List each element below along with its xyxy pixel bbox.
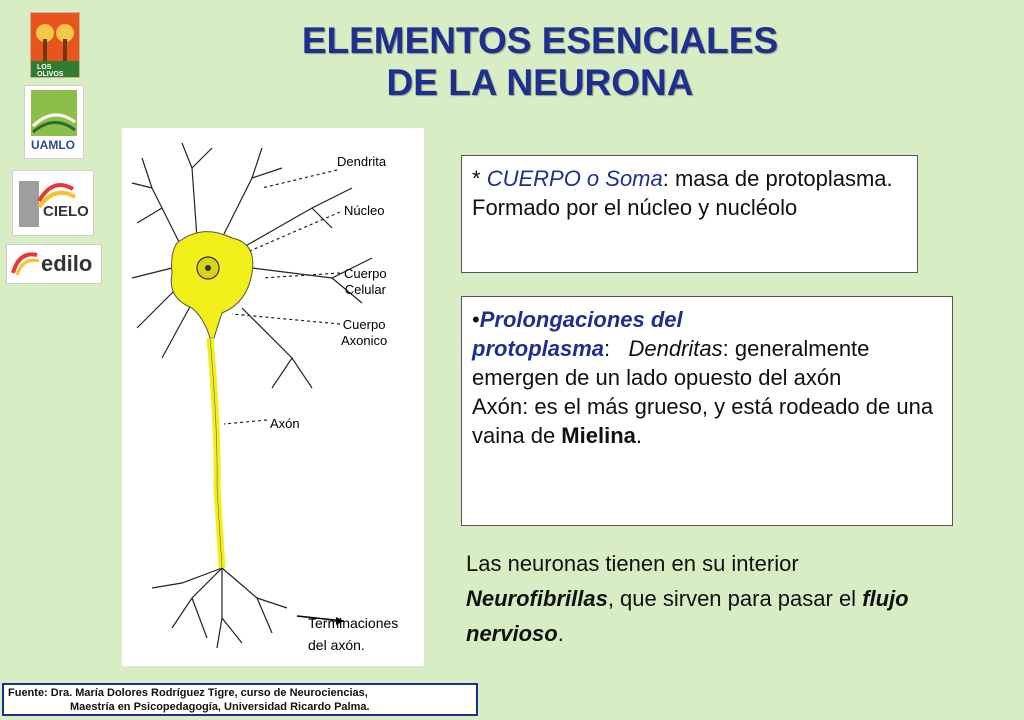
soma-term: CUERPO o Soma bbox=[486, 166, 663, 191]
edilo-emblem-icon bbox=[11, 252, 40, 276]
label-nucleo: Núcleo bbox=[344, 203, 385, 218]
logo-label: CIELO bbox=[43, 203, 89, 220]
uamlo-logo: UAMLO bbox=[24, 85, 84, 159]
prolongaciones-term: Prolongaciones del protoplasma bbox=[472, 307, 683, 361]
soma-description: : masa de protoplasma. Formado por el nú… bbox=[472, 166, 893, 220]
tree-icon bbox=[31, 13, 79, 77]
label-cuerpo-axonico-line1: Cuerpo bbox=[342, 317, 386, 332]
los-olivos-logo: LOS OLIVOS bbox=[30, 12, 80, 78]
label-terminaciones-line2: del axón. bbox=[308, 637, 365, 653]
neuron-diagram: Dendrita Núcleo Cuerpo Celular Cuerpo Ax… bbox=[122, 128, 424, 666]
mielina-term: Mielina bbox=[561, 423, 636, 448]
label-cuerpo-axonico-line2: Axonico bbox=[341, 333, 388, 348]
dendritas-term: Dendritas bbox=[628, 336, 723, 361]
cielo-logo: CIELO bbox=[12, 170, 94, 236]
logo-label: UAMLO bbox=[31, 138, 75, 152]
edilo-logo: edilo bbox=[6, 244, 102, 284]
para-text-2: , que sirven para pasar el bbox=[607, 586, 863, 611]
logo-label: edilo bbox=[41, 251, 93, 276]
footer-line-2: Maestría en Psicopedagogía, Universidad … bbox=[70, 701, 370, 713]
neurofibrillas-paragraph: Las neuronas tienen en su interior Neuro… bbox=[466, 546, 946, 651]
dendritas-description: : generalmente emergen de un lado opuest… bbox=[472, 336, 870, 390]
label-cuerpo-celular-line2: Celular bbox=[344, 282, 386, 297]
bullet: • bbox=[472, 307, 480, 332]
flujo-term: flujo nervioso bbox=[466, 586, 909, 646]
title-line-2: DE LA NEURONA bbox=[386, 62, 694, 103]
label-dendrita: Dendrita bbox=[337, 154, 387, 169]
title-line-1: ELEMENTOS ESENCIALES bbox=[301, 20, 779, 61]
box1-prefix: * bbox=[472, 166, 487, 191]
neuron-illustration bbox=[131, 142, 373, 649]
logo-label: LOS OLIVOS bbox=[37, 64, 64, 78]
axon-description: Axón: es el más grueso, y está rodeado d… bbox=[472, 394, 934, 448]
footer-line-1: Fuente: Dra. María Dolores Rodríguez Tig… bbox=[8, 687, 368, 699]
period: . bbox=[635, 423, 642, 448]
label-cuerpo-celular: Cuerpo Celular bbox=[344, 266, 387, 298]
neurofibrillas-term: Neurofibrillas bbox=[466, 586, 608, 611]
page-title: ELEMENTOS ESENCIALES DE LA NEURONA bbox=[200, 20, 880, 104]
label-terminaciones-line1: Terminaciones bbox=[308, 615, 399, 631]
para-text-3: . bbox=[557, 621, 564, 646]
source-footer: Fuente: Dra. María Dolores Rodríguez Tig… bbox=[2, 683, 478, 716]
label-cuerpo-axonico: Cuerpo Axonico bbox=[341, 317, 387, 349]
para-text-1: Las neuronas tienen en su interior bbox=[466, 551, 799, 576]
prolongaciones-box: •Prolongaciones del protoplasma: Dendrit… bbox=[461, 296, 953, 526]
colon: : bbox=[604, 336, 629, 361]
uamlo-emblem-icon bbox=[31, 90, 77, 136]
label-cuerpo-celular-line1: Cuerpo bbox=[344, 266, 387, 281]
soma-definition-box: * CUERPO o Soma: masa de protoplasma. Fo… bbox=[461, 155, 918, 273]
label-axon: Axón bbox=[270, 416, 300, 431]
label-terminaciones: Terminaciones del axón. bbox=[308, 612, 398, 656]
cielo-emblem-icon bbox=[19, 181, 77, 227]
